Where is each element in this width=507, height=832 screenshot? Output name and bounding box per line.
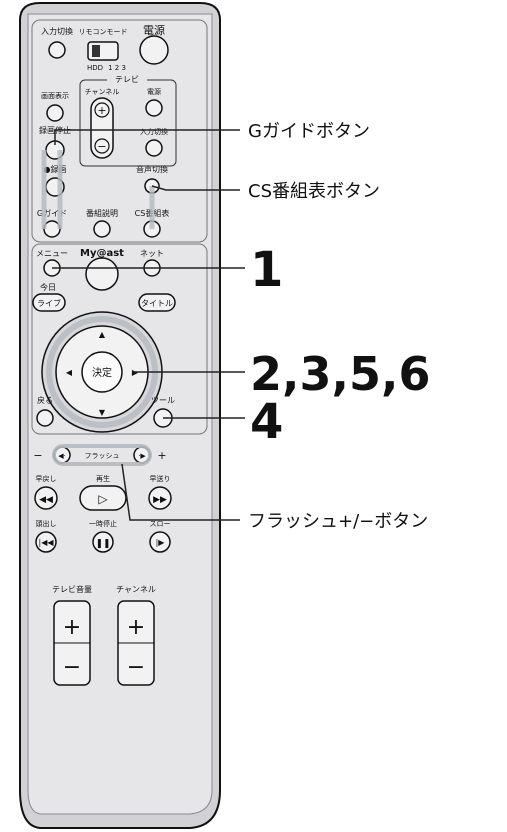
- channel-label: チャンネル: [116, 585, 156, 594]
- enter-label: 決定: [92, 366, 112, 379]
- callout-step2: 2,3,5,6: [250, 347, 430, 401]
- flash-back-icon: ◀·: [58, 452, 66, 460]
- program-info-button[interactable]: [93, 220, 111, 238]
- callout-g-guide: Gガイドボタン: [248, 121, 370, 142]
- display-button[interactable]: [46, 104, 64, 122]
- rewind-label: 早戻し: [36, 474, 57, 483]
- flash-fwd-icon: ·▶: [138, 452, 146, 460]
- arrow-down-icon: ▼: [99, 408, 106, 417]
- slow-icon: |▶: [156, 538, 166, 547]
- upper-panel: [31, 19, 208, 243]
- ff-label: 早送り: [150, 474, 171, 483]
- net-label: ネット: [140, 249, 164, 258]
- tv-input-label: 入力切換: [140, 127, 168, 136]
- mode-switch-hdd: HDD: [87, 64, 103, 72]
- pause-label: 一時停止: [89, 519, 117, 528]
- enter-button[interactable]: [81, 351, 123, 393]
- today-label: 今日: [40, 282, 56, 292]
- arrow-left-icon: ◀: [66, 368, 73, 377]
- display-label: 画面表示: [41, 91, 69, 100]
- flash-highlight: [52, 444, 152, 466]
- remote-mode-switch-knob: [92, 45, 100, 57]
- menu-label: メニュー: [36, 249, 68, 258]
- audio-switch-label: 音声切換: [136, 164, 168, 174]
- volume-up-icon: +: [63, 615, 81, 640]
- tv-power-label: 電源: [147, 87, 161, 96]
- g-guide-label: Gガイド: [37, 208, 67, 218]
- flash-label: フラッシュ: [85, 452, 120, 460]
- ff-icon: ▶▶: [153, 495, 167, 505]
- tv-channel-up[interactable]: [94, 102, 110, 118]
- pause-button[interactable]: [92, 531, 114, 553]
- remote-mode-label: リモコンモード: [79, 28, 128, 36]
- live-button[interactable]: [32, 293, 66, 312]
- ff-button[interactable]: [148, 486, 172, 510]
- channel-down-icon: −: [127, 655, 145, 680]
- back-label: 戻る: [37, 395, 53, 405]
- play-icon: ▷: [98, 492, 108, 506]
- power-button[interactable]: [139, 35, 169, 65]
- volume-down-icon: −: [63, 655, 81, 680]
- channel-up-icon: +: [127, 615, 145, 640]
- plus-icon: +: [97, 104, 106, 117]
- prev-label: 頭出し: [36, 519, 57, 528]
- callout-step1: 1: [250, 242, 283, 298]
- play-button[interactable]: [79, 485, 127, 511]
- mycast-label: My@ast: [80, 248, 124, 259]
- callout-flash: フラッシュ+/−ボタン: [248, 511, 428, 532]
- live-label: ライブ: [37, 298, 61, 308]
- tv-channel-down[interactable]: [94, 138, 110, 154]
- tv-power-button[interactable]: [145, 99, 163, 117]
- minus-icon: −: [97, 140, 106, 153]
- slow-label: スロー: [150, 520, 171, 528]
- g-guide-highlight: [41, 150, 63, 229]
- slow-button[interactable]: [149, 531, 171, 553]
- title-button[interactable]: [138, 293, 176, 312]
- flash-plus-label: +: [157, 449, 166, 462]
- arrow-up-icon: ▲: [99, 330, 106, 339]
- tv-channel-label: チャンネル: [85, 88, 120, 96]
- callout-line-g-guide: [54, 129, 240, 145]
- play-label: 再生: [96, 474, 110, 483]
- power-label: 電源: [143, 23, 165, 37]
- prev-button[interactable]: [35, 531, 57, 553]
- rewind-icon: ◀◀: [39, 495, 53, 505]
- pause-icon: ❚❚: [95, 539, 110, 549]
- volume-label: テレビ音量: [52, 584, 92, 594]
- mode-switch-nums: 1 2 3: [108, 64, 126, 72]
- mycast-button[interactable]: [85, 257, 119, 291]
- callout-line-flash: [121, 463, 240, 521]
- callout-line-cs-guide: [151, 185, 240, 191]
- callout-cs-guide: CS番組表ボタン: [248, 181, 380, 202]
- tv-input-button[interactable]: [145, 139, 163, 157]
- program-info-label: 番組説明: [86, 208, 118, 218]
- input-switch-button[interactable]: [48, 41, 66, 59]
- tv-group-title: テレビ: [115, 75, 139, 84]
- tool-label: ツール: [151, 396, 175, 405]
- prev-icon: |◀◀: [39, 538, 55, 547]
- callout-step4: 4: [250, 394, 283, 450]
- flash-minus-label: −: [33, 449, 42, 462]
- title-label: タイトル: [141, 299, 173, 308]
- rewind-button[interactable]: [34, 486, 58, 510]
- rec-label: ●録画: [44, 164, 67, 174]
- back-button[interactable]: [36, 409, 54, 427]
- input-switch-label: 入力切換: [41, 26, 73, 36]
- middle-panel: [31, 243, 208, 435]
